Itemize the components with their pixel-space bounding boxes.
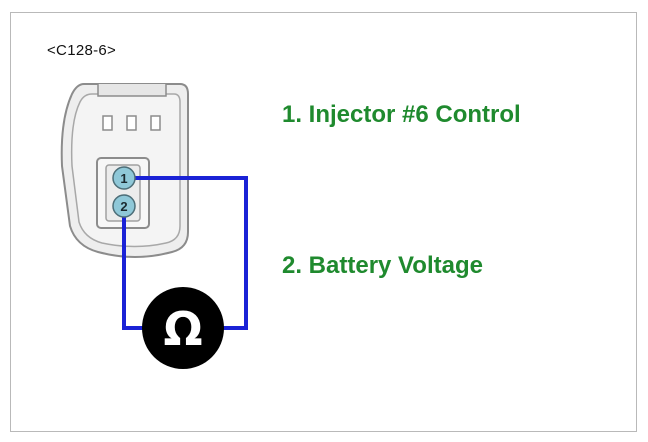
wire-pin-2 [122,206,143,330]
wire-pin-1 [124,176,248,330]
pin-2: 2 [112,194,136,218]
pin-2-description: 2. Battery Voltage [282,252,483,279]
housing-slot [126,115,137,131]
connector-id-label: <C128-6> [47,42,117,59]
ohm-symbol: Ω [163,302,202,356]
ohmmeter-icon: Ω [142,287,224,369]
pin-1-description: 1. Injector #6 Control [282,101,521,128]
pin-1-number: 1 [120,171,127,186]
housing-slot [150,115,161,131]
housing-slot [102,115,113,131]
pin-1: 1 [112,166,136,190]
pin-2-number: 2 [120,199,127,214]
